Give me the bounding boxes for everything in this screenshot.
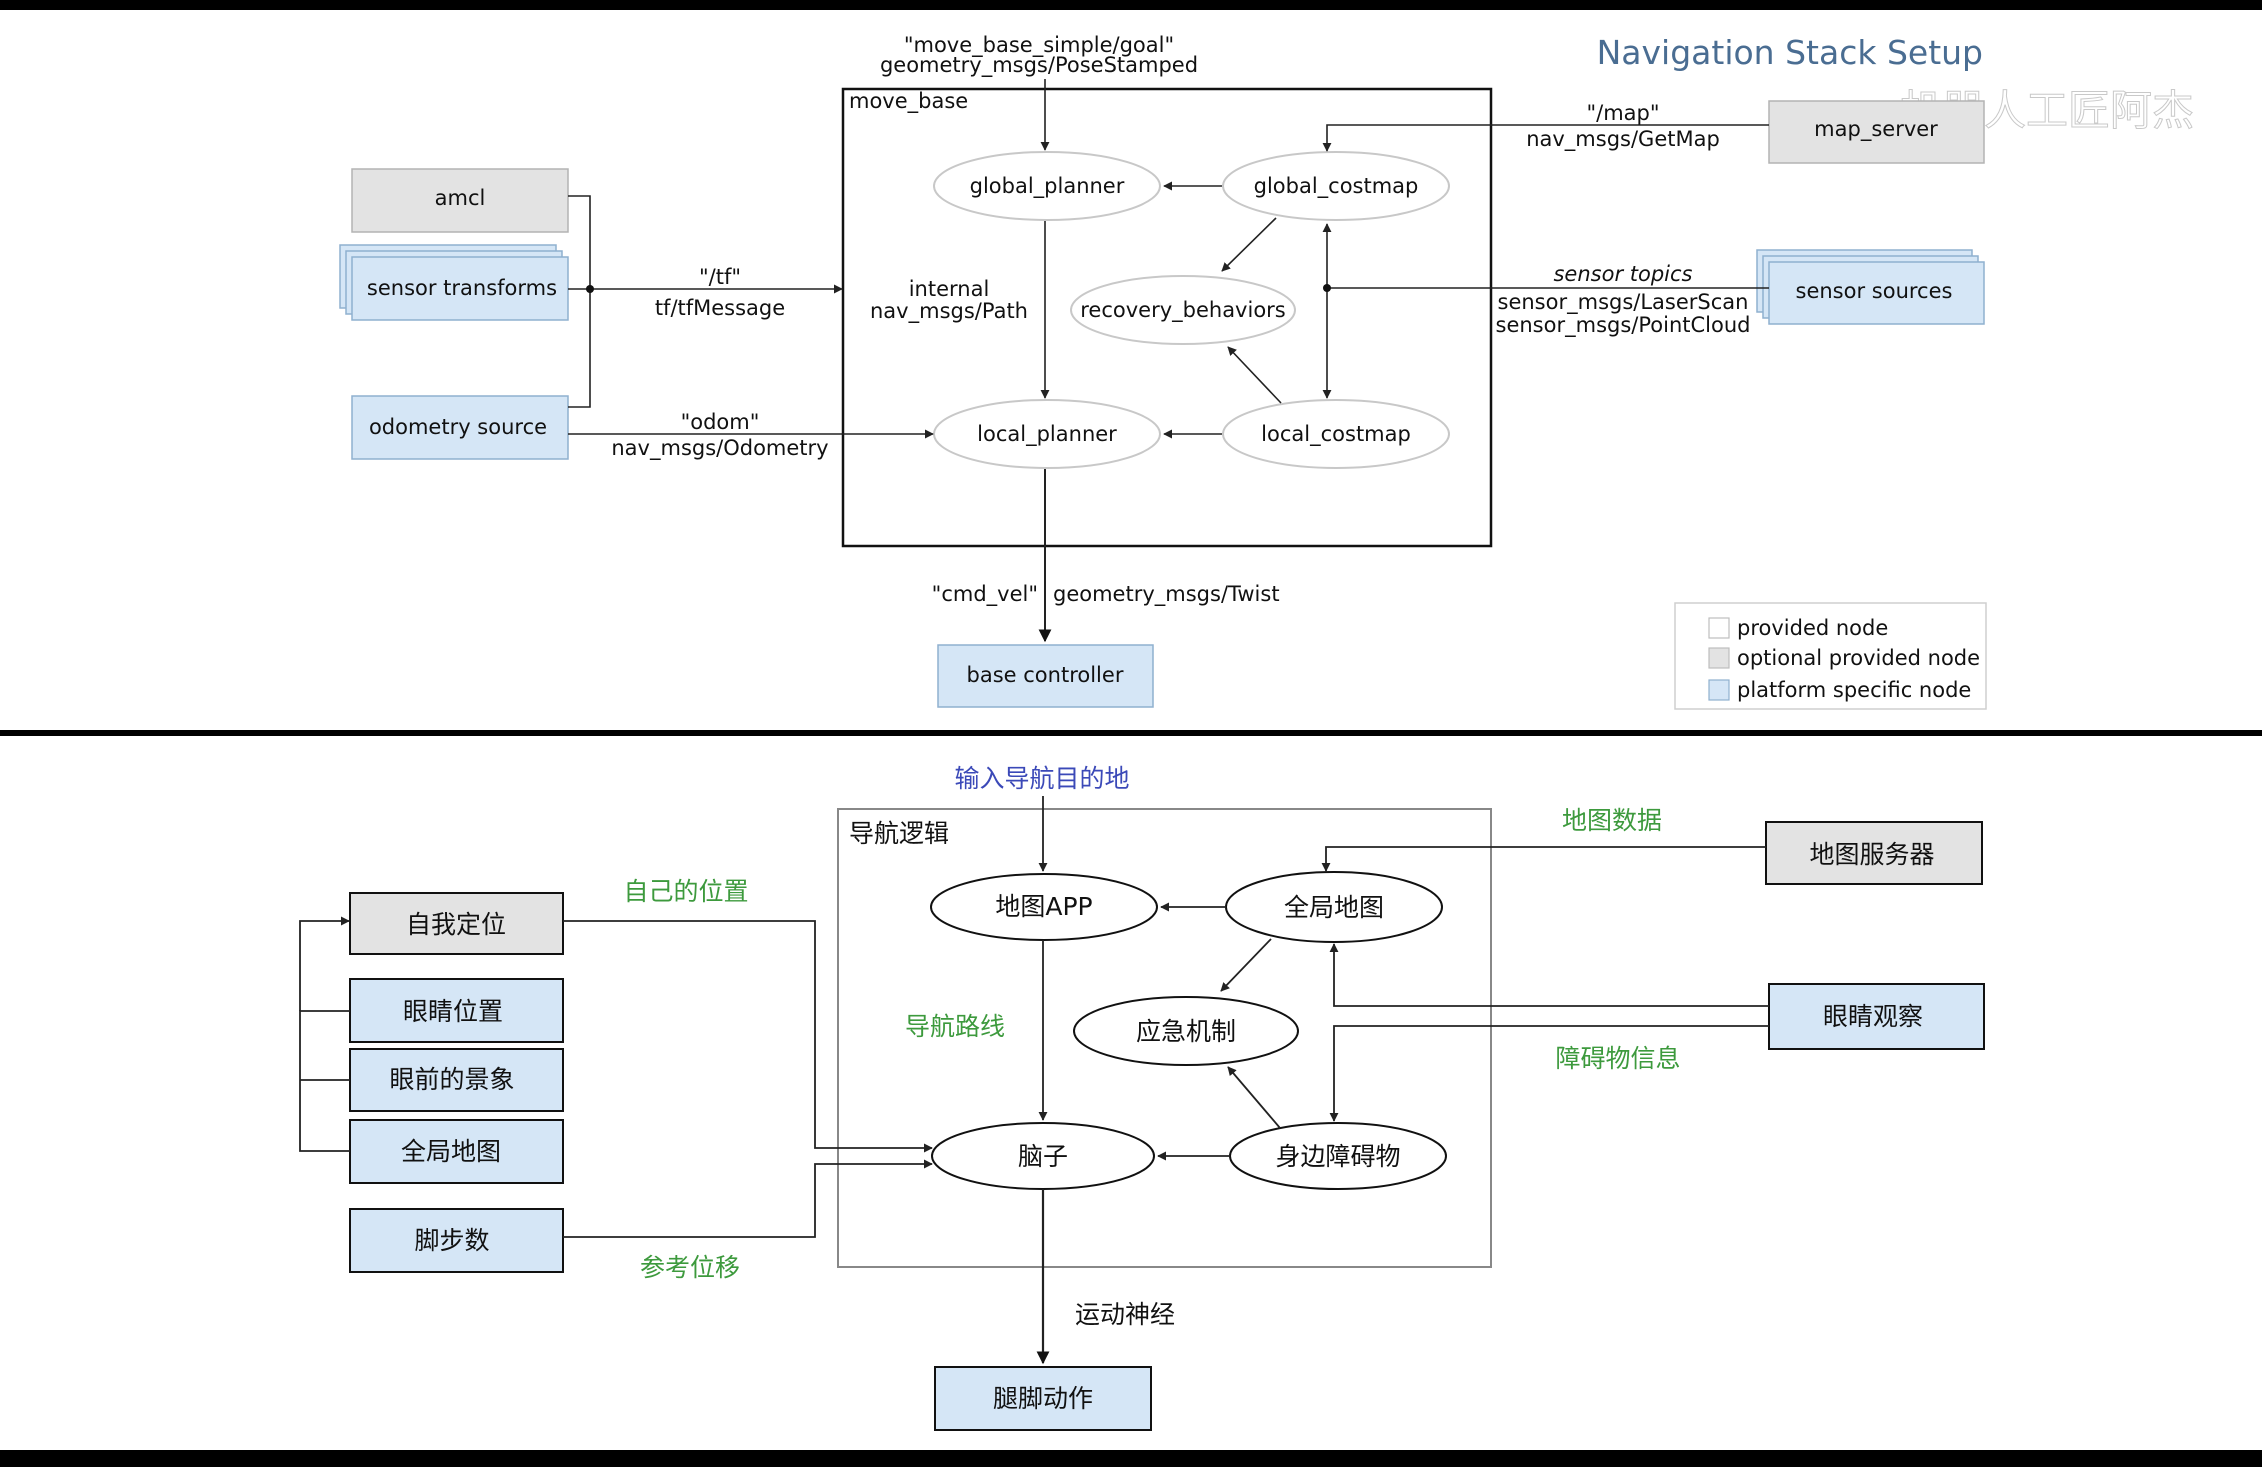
map-topic-label: "/map" — [1586, 101, 1659, 125]
node-map-app-label: 地图APP — [995, 892, 1092, 921]
node-local-costmap-label: local_costmap — [1261, 422, 1411, 447]
box-odometry-source: odometry source — [351, 395, 569, 460]
node-local-planner: local_planner — [933, 399, 1161, 469]
legend-swatch-provided — [1708, 617, 1730, 639]
box-scene-ahead: 眼前的景象 — [349, 1048, 564, 1112]
node-recovery-behaviors-label: recovery_behaviors — [1080, 298, 1286, 323]
box-scene-ahead-label: 眼前的景象 — [389, 1065, 514, 1094]
tf-junction-dot — [586, 285, 594, 293]
box-base-controller: base controller — [937, 644, 1154, 708]
nav-logic-frame — [837, 808, 1492, 1268]
node-global-costmap: global_costmap — [1222, 151, 1450, 221]
box-sensor-sources: sensor sources — [1756, 249, 1985, 325]
box-eye-position: 眼睛位置 — [349, 978, 564, 1043]
top-left-connections — [568, 195, 934, 439]
box-eye-observation-label: 眼睛观察 — [1823, 1002, 1923, 1031]
node-global-map-label: 全局地图 — [1284, 893, 1384, 922]
node-global-map: 全局地图 — [1225, 871, 1443, 943]
map-data-label: 地图数据 — [1562, 806, 1662, 835]
sensor-type2-label: sensor_msgs/PointCloud — [1496, 313, 1751, 338]
map-type-label: nav_msgs/GetMap — [1526, 127, 1720, 152]
goal-type-label: geometry_msgs/PoseStamped — [880, 53, 1198, 78]
node-emergency: 应急机制 — [1073, 996, 1299, 1066]
sensor-type1-label: sensor_msgs/LaserScan — [1498, 290, 1749, 315]
box-sensor-sources-label: sensor sources — [1796, 279, 1953, 303]
top-internal-arrows — [1038, 79, 1332, 643]
box-sensor-transforms-label: sensor transforms — [367, 276, 557, 300]
box-self-localization-label: 自我定位 — [406, 910, 506, 939]
odom-type-label: nav_msgs/Odometry — [611, 436, 828, 461]
tf-type-label: tf/tfMessage — [655, 296, 785, 320]
move-base-frame — [841, 87, 1493, 548]
goal-cn-label: 输入导航目的地 — [954, 764, 1129, 793]
motor-nerve-label: 运动神经 — [1075, 1300, 1175, 1329]
odom-topic-label: "odom" — [681, 410, 760, 434]
top-right-connections — [1322, 124, 1769, 289]
node-local-costmap: local_costmap — [1222, 399, 1450, 469]
box-odometry-source-label: odometry source — [369, 415, 547, 439]
sensor-junction-dot — [1323, 284, 1331, 292]
goal-topic-label: "move_base_simple/goal" — [904, 33, 1174, 58]
internal-label: internal — [909, 277, 990, 301]
box-map-server-label: map_server — [1814, 117, 1938, 142]
box-step-count-label: 脚步数 — [414, 1226, 489, 1255]
box-map-server: map_server — [1768, 100, 1985, 164]
node-obstacles: 身边障碍物 — [1229, 1122, 1447, 1190]
node-obstacles-label: 身边障碍物 — [1275, 1142, 1400, 1171]
legend: provided node optional provided node pla… — [1674, 602, 1987, 710]
reference-displacement-label: 参考位移 — [640, 1253, 740, 1282]
sensor-topics-label: sensor topics — [1553, 262, 1692, 286]
box-global-map-label: 全局地图 — [401, 1137, 501, 1166]
bottom-right-connections — [1321, 846, 1769, 1122]
box-global-map: 全局地图 — [349, 1119, 564, 1184]
node-emergency-label: 应急机制 — [1136, 1017, 1236, 1046]
diagram-title: Navigation Stack Setup — [1597, 33, 1983, 72]
node-local-planner-label: local_planner — [977, 422, 1117, 447]
own-position-label: 自己的位置 — [623, 877, 748, 906]
legend-swatch-optional — [1708, 647, 1730, 669]
box-eye-observation: 眼睛观察 — [1768, 983, 1985, 1050]
node-recovery-behaviors: recovery_behaviors — [1070, 275, 1296, 345]
box-self-localization: 自我定位 — [349, 892, 564, 955]
legend-provided-label: provided node — [1737, 616, 1888, 640]
nav-logic-label: 导航逻辑 — [849, 819, 949, 848]
node-global-planner-label: global_planner — [970, 174, 1125, 199]
node-map-app: 地图APP — [930, 873, 1158, 941]
box-map-server-cn: 地图服务器 — [1765, 821, 1983, 885]
box-base-controller-label: base controller — [967, 663, 1124, 687]
move-base-label: move_base — [849, 89, 968, 114]
box-map-server-cn-label: 地图服务器 — [1809, 840, 1934, 869]
obstacle-info-label: 障碍物信息 — [1555, 1044, 1680, 1073]
internal-type-label: nav_msgs/Path — [870, 299, 1028, 324]
box-leg-action: 腿脚动作 — [934, 1366, 1152, 1431]
node-global-costmap-label: global_costmap — [1254, 174, 1419, 199]
bottom-left-connections — [299, 916, 933, 1238]
bottom-internal-arrows — [1036, 796, 1281, 1365]
legend-optional-label: optional provided node — [1737, 646, 1980, 670]
cmd-vel-topic-label: "cmd_vel" — [932, 582, 1038, 607]
cmd-vel-type-label: geometry_msgs/Twist — [1053, 582, 1280, 607]
node-brain-label: 脑子 — [1018, 1142, 1068, 1171]
box-leg-action-label: 腿脚动作 — [993, 1384, 1093, 1413]
node-brain: 脑子 — [931, 1122, 1155, 1190]
box-amcl: amcl — [351, 168, 569, 233]
box-eye-position-label: 眼睛位置 — [403, 997, 503, 1026]
node-global-planner: global_planner — [933, 151, 1161, 221]
top-diagram: Navigation Stack Setup 机器人工匠阿杰 "move_bas… — [339, 33, 2195, 710]
tf-topic-label: "/tf" — [699, 265, 741, 289]
box-step-count: 脚步数 — [349, 1208, 564, 1273]
box-amcl-label: amcl — [435, 186, 486, 210]
bottom-diagram: 输入导航目的地 导航逻辑 地图APP 全局地图 应急机制 脑子 身边障碍物 导航… — [299, 764, 1985, 1431]
legend-swatch-platform — [1708, 679, 1730, 701]
legend-platform-label: platform specific node — [1737, 678, 1971, 702]
box-sensor-transforms: sensor transforms — [339, 244, 569, 321]
route-cn-label: 导航路线 — [905, 1012, 1005, 1041]
